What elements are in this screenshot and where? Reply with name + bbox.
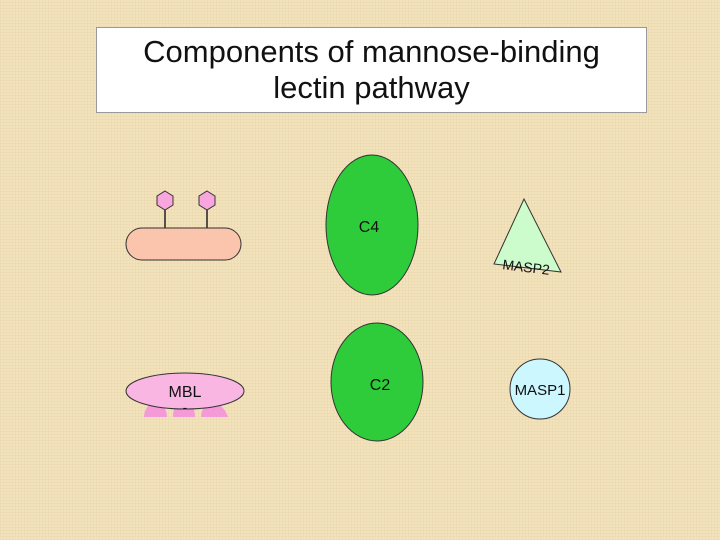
title-line-2: lectin pathway bbox=[273, 70, 470, 105]
masp1-component: MASP1 bbox=[509, 358, 571, 420]
mbl-label: MBL bbox=[169, 384, 202, 401]
bacterium-cell bbox=[125, 227, 242, 261]
mbl-body bbox=[125, 372, 245, 410]
c4-label: C4 bbox=[359, 219, 380, 236]
masp2-triangle bbox=[493, 197, 562, 273]
c2-label: C2 bbox=[370, 377, 391, 394]
c2-ellipse bbox=[330, 322, 424, 442]
mbl-sublabel: - bbox=[183, 399, 188, 415]
masp2-component: MASP2 bbox=[493, 197, 562, 278]
c2-component: C2 bbox=[330, 322, 424, 442]
c4-component: C4 bbox=[325, 154, 419, 296]
title-box: Components of mannose-binding lectin pat… bbox=[96, 27, 647, 113]
masp2-label: MASP2 bbox=[502, 256, 551, 278]
bacterium-with-mannose bbox=[125, 190, 242, 261]
mbl-component: MBL - bbox=[125, 372, 245, 417]
c4-ellipse bbox=[325, 154, 419, 296]
mannose-sugar-right bbox=[198, 190, 216, 211]
title-line-1: Components of mannose-binding bbox=[143, 34, 600, 69]
masp1-label: MASP1 bbox=[515, 382, 566, 399]
mannose-sugar-left bbox=[156, 190, 174, 211]
masp1-circle bbox=[509, 358, 571, 420]
